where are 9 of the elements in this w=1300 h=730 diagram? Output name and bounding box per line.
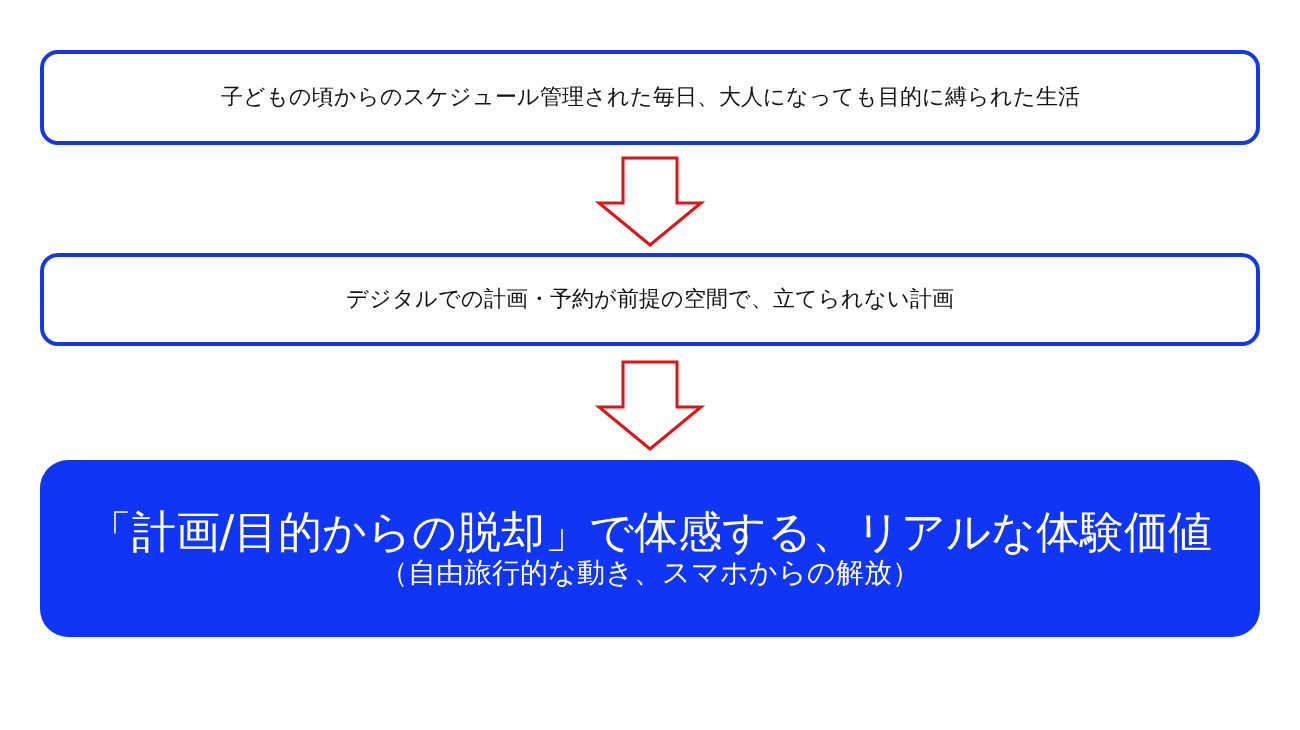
block-arrow <box>594 156 706 247</box>
block-arrow <box>594 360 706 451</box>
process-box <box>40 253 1260 346</box>
box-text: 子どもの頃からのスケジュール管理された毎日、大人になっても目的に縛られた生活 <box>220 84 1080 111</box>
box-text: デジタルでの計画・予約が前提の空間で、立てられない計画 <box>346 286 954 313</box>
subtitle-text: （自由旅行的な動き、スマホからの解放） <box>380 555 920 590</box>
headline-text: 「計画/目的からの脱却」で体感する、リアルな体験価値 <box>87 507 1213 556</box>
process-box <box>40 50 1260 145</box>
highlight-box <box>40 460 1260 637</box>
